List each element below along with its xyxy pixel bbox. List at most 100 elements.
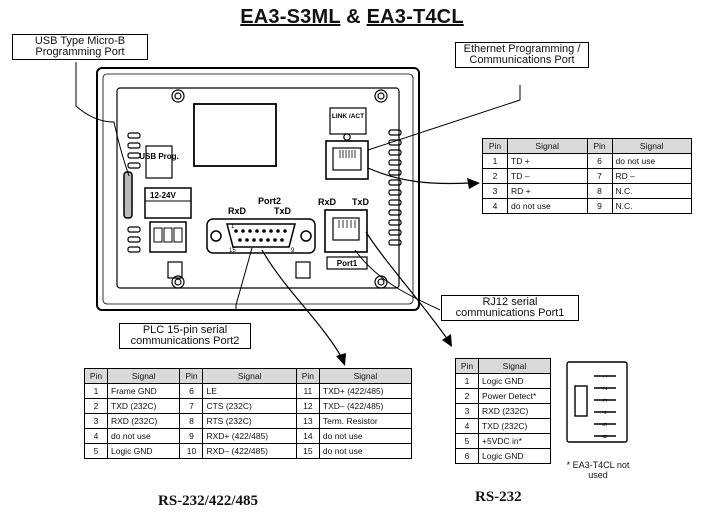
header-signal: Signal — [202, 368, 297, 384]
title-model-1: EA3-S3ML — [240, 6, 341, 28]
ethernet-jack — [325, 140, 369, 180]
signal-cell: do not use — [318, 428, 413, 444]
signal-cell: Frame GND — [106, 383, 181, 399]
pin-cell: 2 — [84, 398, 108, 414]
signal-cell: RXD (232C) — [478, 403, 551, 419]
pin-cell: 14 — [295, 428, 320, 444]
signal-cell: RD – — [611, 168, 692, 184]
title-model-2: EA3-T4CL — [366, 6, 464, 28]
signal-cell: do not use — [318, 443, 413, 459]
header-pin: Pin — [84, 368, 108, 384]
signal-cell: TXD (232C) — [478, 418, 551, 434]
db15-pin15-label: 15 — [229, 248, 236, 254]
signal-cell: do not use — [611, 153, 692, 169]
header-signal: Signal — [318, 368, 413, 384]
signal-cell: N.C. — [611, 183, 692, 199]
pin-cell: 5 — [455, 433, 479, 449]
signal-cell: N.C. — [611, 198, 692, 214]
pin-cell: 6 — [179, 383, 204, 399]
rj12-pin-4: 4 — [603, 410, 609, 414]
signal-cell: TD + — [507, 153, 588, 169]
signal-cell: Power Detect* — [478, 388, 551, 404]
usb-prog-label: USB Prog. — [139, 152, 179, 161]
signal-cell: Logic GND — [106, 443, 181, 459]
signal-cell: TXD+ (422/485) — [318, 383, 413, 399]
rj12-pin-2: 2 — [603, 386, 609, 390]
header-signal: Signal — [106, 368, 181, 384]
db15-pin9-label: 9 — [291, 248, 295, 254]
signal-cell: Logic GND — [478, 373, 551, 389]
rxd-label-port1: RxD — [318, 197, 337, 207]
rj12-pin-6: 6 — [603, 434, 609, 438]
signal-cell: RXD+ (422/485) — [202, 428, 297, 444]
pin-cell: 9 — [586, 198, 613, 214]
pin-cell: 11 — [295, 383, 320, 399]
footer-plc: RS-232/422/485 — [158, 493, 259, 509]
plc-arrow — [261, 249, 343, 359]
arrows — [261, 167, 471, 359]
table-header-row: Pin Signal Pin Signal — [482, 138, 692, 154]
footer-rj12: RS-232 — [475, 489, 522, 505]
port1-label: Port1 — [337, 259, 358, 268]
usb-port — [123, 171, 133, 219]
pin-cell: 6 — [586, 153, 613, 169]
db15-pin1-label: 1 — [231, 224, 235, 230]
pin-cell: 4 — [482, 198, 508, 214]
pin-cell: 7 — [586, 168, 613, 184]
rj12-pin-5: 5 — [603, 422, 609, 426]
header-pin: Pin — [455, 358, 479, 374]
power-terminal — [144, 187, 192, 219]
signal-cell: TXD (232C) — [106, 398, 181, 414]
pin-cell: 3 — [482, 183, 508, 199]
header-pin: Pin — [179, 368, 204, 384]
pin-cell: 6 — [455, 448, 479, 464]
page-title: EA3-S3ML & EA3-T4CL — [0, 6, 704, 29]
table-header-row: Pin Signal — [455, 358, 551, 374]
signal-cell: TXD– (422/485) — [318, 398, 413, 414]
pin-cell: 2 — [482, 168, 508, 184]
header-pin: Pin — [482, 138, 508, 154]
signal-cell: do not use — [507, 198, 588, 214]
pin-cell: 5 — [84, 443, 108, 459]
pin-cell: 15 — [295, 443, 320, 459]
ethernet-callout: Ethernet Programming / Communications Po… — [455, 42, 589, 68]
pin-cell: 8 — [586, 183, 613, 199]
signal-cell: RTS (232C) — [202, 413, 297, 429]
pin-cell: 4 — [455, 418, 479, 434]
table-header-row: Pin Signal Pin Signal Pin Signal — [84, 368, 413, 384]
arrowheads — [336, 178, 480, 366]
rj12-arrow — [365, 231, 449, 341]
link-act-label: LINK /ACT — [332, 113, 364, 120]
pin-cell: 9 — [179, 428, 204, 444]
rj12-callout: RJ12 serial communications Port1 — [441, 295, 579, 321]
signal-cell: Term. Resistor — [318, 413, 413, 429]
header-signal: Signal — [507, 138, 588, 154]
pin-cell: 1 — [455, 373, 479, 389]
pin-cell: 3 — [455, 403, 479, 419]
rj12-jack — [324, 209, 368, 253]
pin-cell: 4 — [84, 428, 108, 444]
device-panel — [96, 67, 420, 311]
plc-callout: PLC 15-pin serial communications Port2 — [119, 323, 251, 349]
pin-cell: 2 — [455, 388, 479, 404]
txd-label-port2: TxD — [274, 206, 292, 216]
pin-cell: 10 — [179, 443, 204, 459]
signal-cell: RXD (232C) — [106, 413, 181, 429]
title-amp: & — [340, 6, 367, 28]
rj12-pin-1: 1 — [603, 374, 609, 378]
footnote: * EA3-T4CL not used — [566, 460, 630, 480]
port2-label: Port2 — [258, 196, 281, 206]
signal-cell: RD + — [507, 183, 588, 199]
usb-callout: USB Type Micro-B Programming Port — [12, 34, 148, 60]
txd-label-port1: TxD — [352, 197, 370, 207]
display-window — [193, 103, 277, 167]
